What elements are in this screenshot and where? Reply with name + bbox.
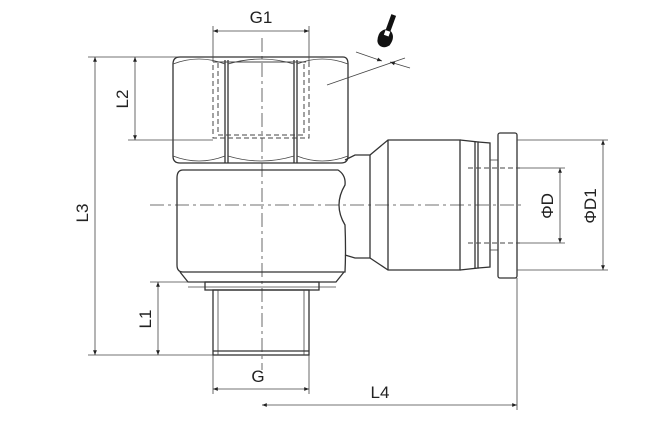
release-collet (497, 132, 518, 279)
hex-nut (172, 56, 349, 164)
dim-label-l2: L2 (113, 90, 132, 109)
wrench-icon (377, 14, 397, 48)
dim-label-phi-d: ΦD (538, 193, 557, 219)
push-in-fitting (344, 132, 520, 279)
male-thread-stub (212, 289, 310, 356)
dimension-lines (88, 26, 608, 410)
dim-label-g: G (251, 367, 264, 386)
dim-label-l1: L1 (136, 310, 155, 329)
dim-label-l3: L3 (73, 204, 92, 223)
banjo-body (176, 169, 347, 291)
dim-label-l4: L4 (371, 383, 390, 402)
dim-label-g1: G1 (250, 8, 273, 27)
dim-label-phi-d1: ΦD1 (581, 188, 600, 223)
